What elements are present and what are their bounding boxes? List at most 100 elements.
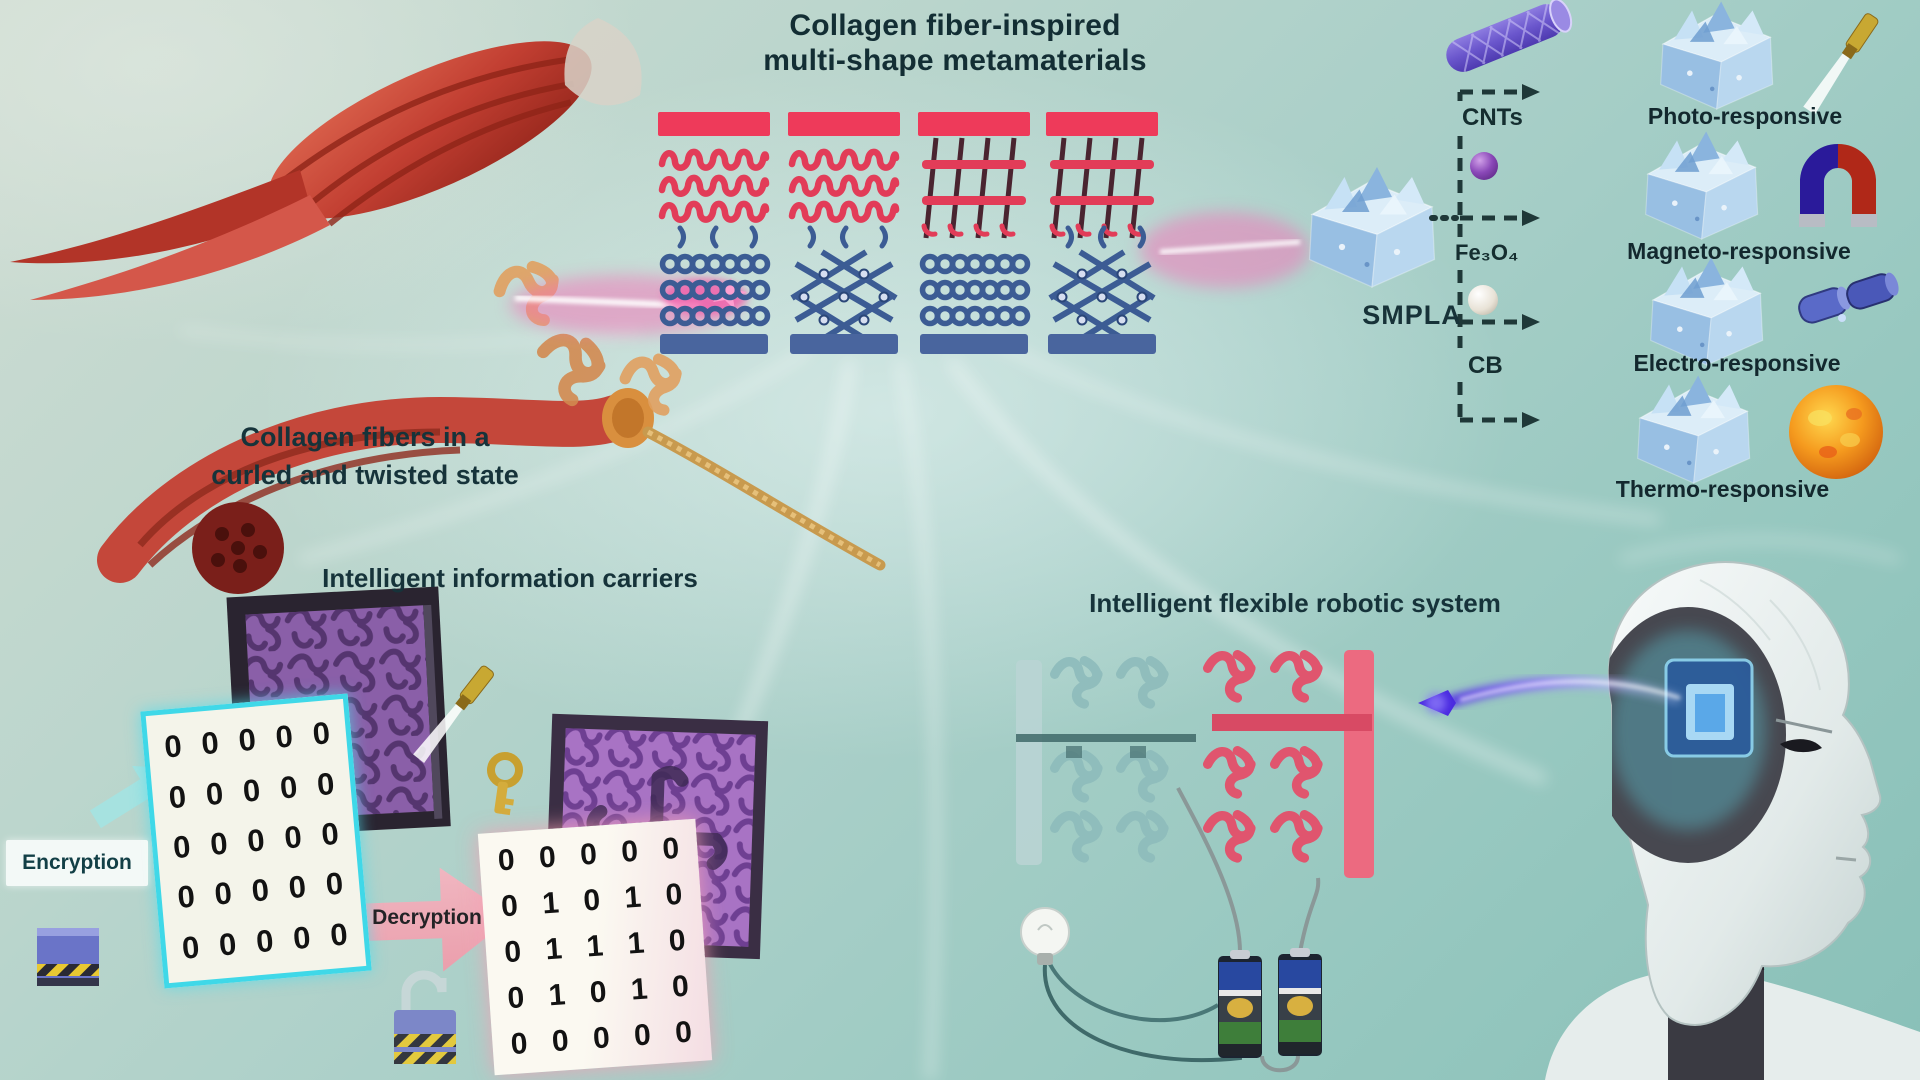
matrix-cell: 1 [585,929,605,964]
matrix-cell: 0 [245,822,267,859]
matrix-cell: 1 [623,880,643,915]
matrix-cell: 0 [674,1015,694,1050]
magnet-icon [1799,143,1877,227]
matrix-cell: 0 [237,721,258,759]
nanotube-icon [1446,0,1573,72]
neural-beam [1418,676,1682,716]
matrix-cell: 0 [661,831,681,867]
photo-responsive-label: Photo-responsive [1647,103,1843,129]
thermo-crystal-icon [1637,374,1751,484]
thermo-responsive-label: Thermo-responsive [1615,476,1830,502]
encryption-label-box: Encryption [6,840,148,886]
matrix-cell: 0 [241,772,262,809]
robotic-structure-red [1208,650,1374,878]
matrix-cell: 0 [582,883,602,918]
matrix-cell: 0 [278,768,299,806]
collagen-muscle-illustration [10,18,886,594]
matrix-cell: 1 [541,886,561,921]
matrix-cell: 0 [274,718,295,756]
cnt-particle-icon [1470,152,1498,180]
matrix-cell: 1 [626,926,646,961]
battery-icon-2 [1278,948,1322,1056]
matrix-cell: 0 [500,889,520,924]
matrix-cell: 1 [544,932,564,967]
robot-chip [1664,658,1754,758]
matrix-cell: 0 [588,975,608,1010]
photo-crystal-icon [1660,0,1774,110]
encryption-label: Encryption [22,851,132,874]
padlock-open-icon [394,970,456,1064]
matrix-cell: 0 [250,872,271,909]
info-carriers-title: Intelligent information carriers [322,563,698,593]
metamaterial-structure-2 [788,112,900,354]
matrix-cell: 0 [550,1024,570,1059]
bulb-icon [1020,907,1070,965]
matrix-cell: 0 [315,765,336,802]
main-title-line1: Collagen fiber-inspired [789,9,1121,42]
matrix-cell: 0 [171,828,192,866]
matrix-cell: 0 [217,925,238,963]
matrix-cell: 0 [311,715,332,752]
metamaterial-structure-3 [918,112,1030,354]
battery-icon-1 [1218,950,1262,1058]
main-title-line2: multi-shape metamaterials [763,44,1147,77]
matrix-cell: 0 [167,778,188,815]
matrix-cell: 0 [579,837,599,872]
matrix-cell: 0 [503,935,523,970]
matrix-cell: 1 [547,978,567,1013]
matrix-cell: 0 [506,981,526,1016]
matrix-cell: 0 [162,728,184,765]
electrode-icon [1798,272,1899,324]
matrix-cell: 1 [629,972,649,1007]
fe3o4-label: Fe₃O₄ [1455,240,1519,265]
matrix-cell: 0 [287,869,308,906]
matrix-cell: 0 [667,923,687,958]
laser-pen-icon [1802,11,1880,116]
cb-label: CB [1468,352,1503,379]
matrix-cell: 0 [591,1021,611,1056]
fireball-icon [1789,385,1883,479]
matrix-cell: 0 [319,815,341,853]
electro-responsive-label: Electro-responsive [1633,350,1841,376]
metamaterial-structure-1 [658,112,770,354]
matrix-cell: 0 [620,834,640,869]
matrix-cell: 0 [213,875,234,913]
key-icon [487,752,523,816]
matrix-cell: 0 [328,916,349,953]
smpla-label: SMPLA [1362,300,1462,330]
matrix-cell: 0 [670,969,690,1004]
matrix-cell: 0 [509,1026,529,1062]
matrix-cell: 0 [537,840,557,875]
magneto-crystal-icon [1645,130,1759,240]
collagen-fiber-caption: Collagen fibers in a curled and twisted … [150,418,580,494]
matrix-cell: 0 [632,1018,652,1053]
metamaterial-structure-4 [1046,112,1158,354]
cnts-label: CNTs [1462,104,1523,131]
robotic-structure-teal [1016,660,1196,865]
main-title: Collagen fiber-inspired multi-shape meta… [700,8,1210,78]
matrix-cell: 0 [291,919,312,956]
electro-crystal-icon [1650,256,1764,366]
dopant-bracket [1429,84,1540,428]
matrix-cell: 0 [199,725,221,762]
matrix-cell: 0 [664,877,684,912]
fe3o4-particle-icon [1468,285,1498,315]
matrix-cell: 0 [282,819,304,856]
matrix-cell: 0 [496,843,516,878]
decryption-label: Decryption [372,906,482,929]
robotic-system-title: Intelligent flexible robotic system [1089,588,1501,618]
robot-head [1545,561,1920,1080]
matrix-cell: 0 [254,922,275,960]
laser-beam [510,212,1310,335]
collagen-caption-line2: curled and twisted state [211,460,519,490]
matrix-cell: 0 [324,866,345,903]
matrix-cell: 0 [180,929,201,966]
magneto-responsive-label: Magneto-responsive [1627,238,1851,264]
smpla-crystal [1308,166,1436,288]
locked-data-icon [37,928,99,986]
matrix-cell: 0 [176,879,197,916]
matrix-cell: 0 [204,775,225,812]
